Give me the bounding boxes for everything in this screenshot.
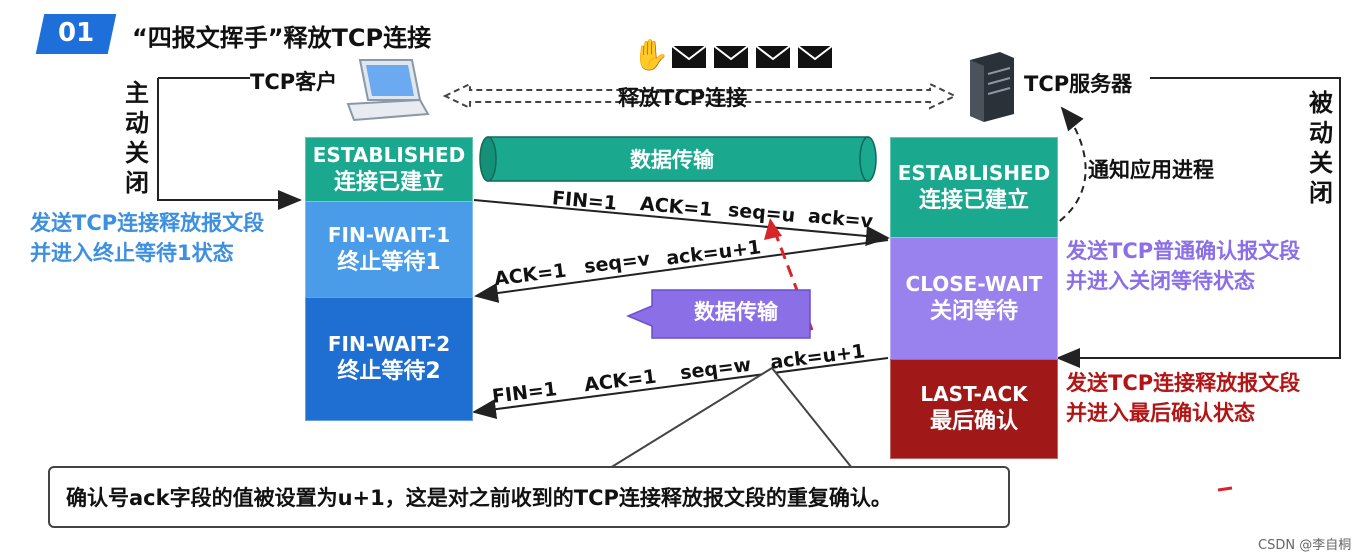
callout-pointer — [609, 366, 853, 469]
section-badge: 01 — [58, 18, 95, 48]
active-close-line — [157, 78, 302, 210]
page-title: “四报文挥手”释放TCP连接 — [132, 24, 432, 52]
fin2-segment-arrow — [472, 357, 889, 420]
ack-segment-arrow — [474, 239, 889, 303]
client-label: TCP客户 — [250, 70, 338, 94]
waving-hand-icon: ✋ — [632, 38, 670, 73]
return-data-arrow — [626, 289, 811, 339]
server-fin-note: 发送TCP连接释放报文段 并进入最后确认状态 — [1066, 371, 1301, 425]
laptop-icon — [346, 59, 430, 122]
server-icon — [970, 52, 1014, 122]
watermark: CSDN @李自桐 — [1258, 538, 1352, 553]
server-label: TCP服务器 — [1024, 72, 1133, 96]
data-transfer-label: 数据传输 — [630, 148, 714, 172]
client-state-established: ESTABLISHED 连接已建立 — [305, 137, 473, 203]
return-data-transfer-label: 数据传输 — [694, 300, 778, 324]
server-state-established: ESTABLISHED 连接已建立 — [890, 137, 1058, 239]
passive-close-line — [1056, 77, 1341, 368]
active-close-label: 主动关闭 — [125, 79, 149, 197]
fin-segment-arrow — [473, 199, 890, 246]
release-connection-label: 释放TCP连接 — [618, 86, 748, 110]
server-state-close-wait: CLOSE-WAIT 关闭等待 — [890, 237, 1058, 361]
server-ack-note: 发送TCP普通确认报文段 并进入关闭等待状态 — [1066, 239, 1301, 293]
client-state-fin-wait-1: FIN-WAIT-1 终止等待1 — [305, 201, 473, 299]
notify-app-label: 通知应用进程 — [1088, 158, 1214, 182]
release-arrow — [442, 82, 958, 110]
explanation-callout: 确认号ack字段的值被设置为u+1，这是对之前收到的TCP连接释放报文段的重复确… — [48, 466, 1010, 528]
envelope-icons — [671, 44, 837, 74]
client-state-fin-wait-2: FIN-WAIT-2 终止等待2 — [305, 297, 473, 421]
client-send-note: 发送TCP连接释放报文段 并进入终止等待1状态 — [30, 211, 265, 265]
server-state-last-ack: LAST-ACK 最后确认 — [890, 359, 1058, 459]
passive-close-label: 被动关闭 — [1309, 89, 1333, 207]
